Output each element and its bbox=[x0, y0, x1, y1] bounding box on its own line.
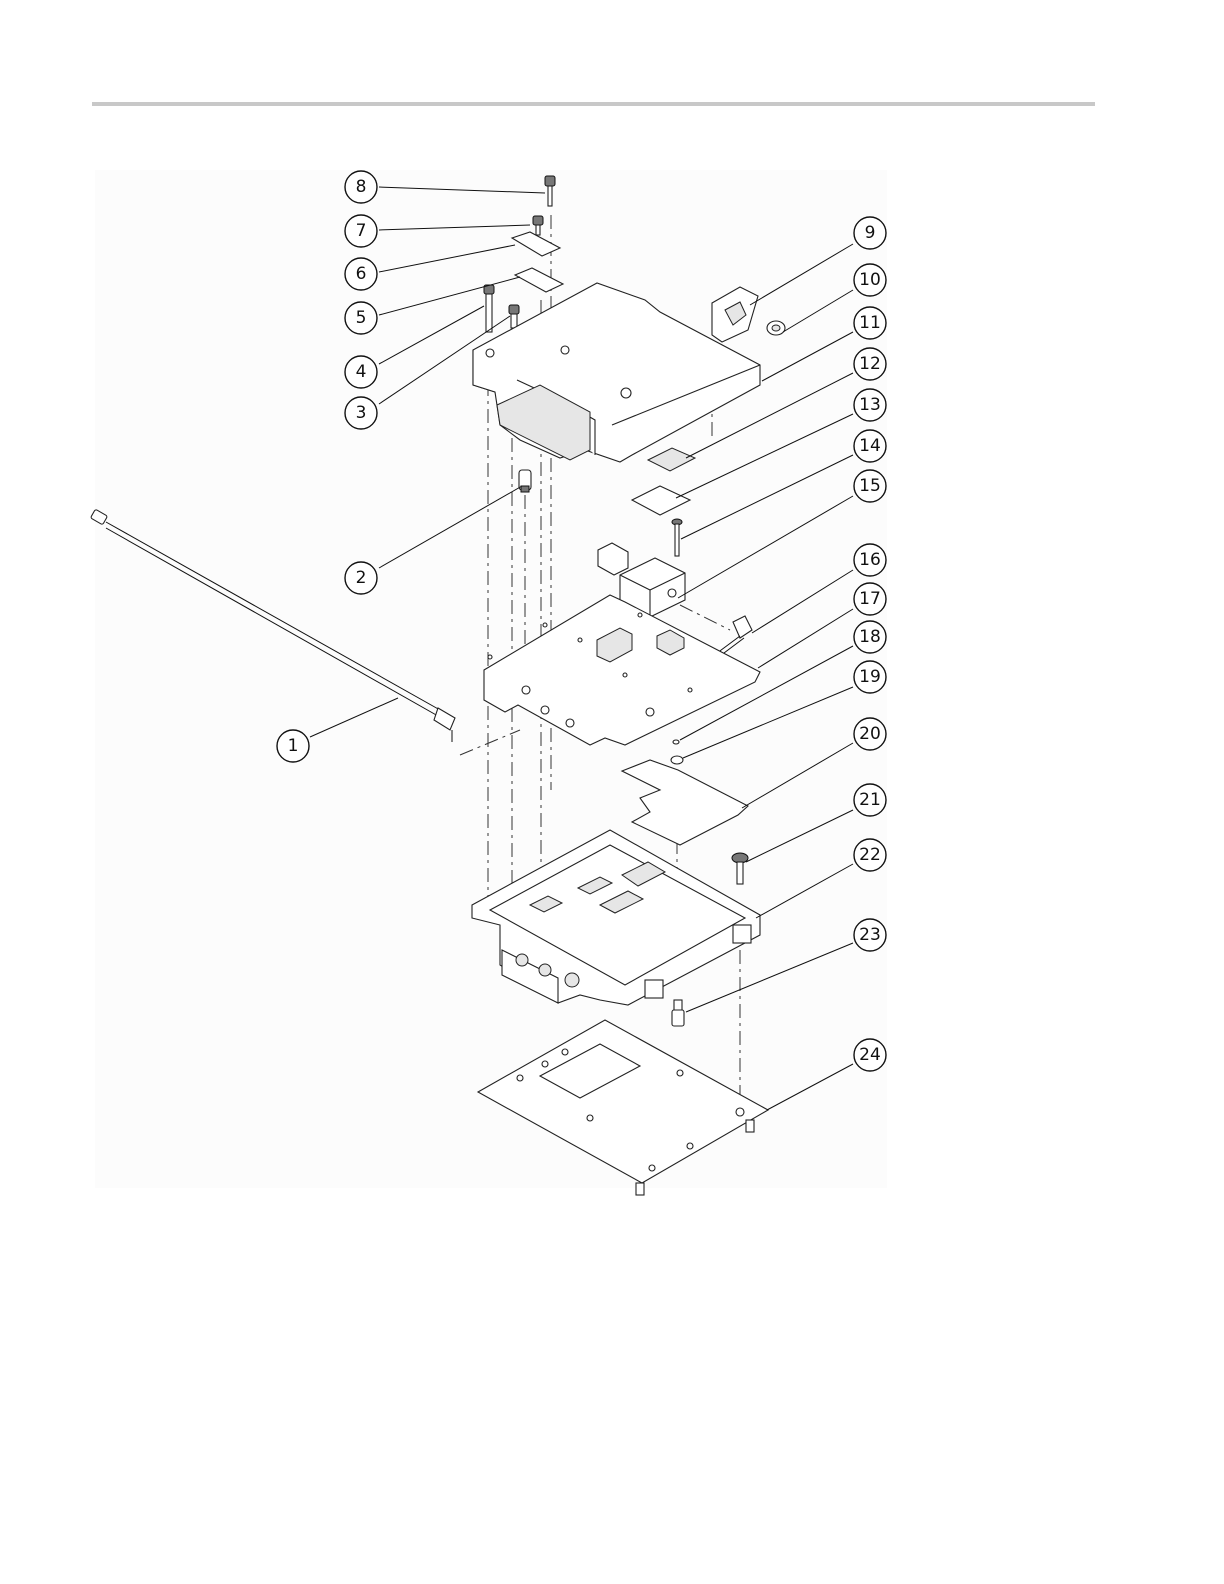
part-screw-14 bbox=[672, 519, 682, 556]
part-circuit-board-17 bbox=[484, 595, 760, 745]
part-standoff-23 bbox=[672, 1000, 684, 1026]
callout-8: 8 bbox=[345, 171, 377, 203]
svg-text:22: 22 bbox=[859, 845, 881, 865]
part-pin-2 bbox=[519, 470, 531, 492]
svg-text:3: 3 bbox=[356, 403, 367, 423]
callout-19: 19 bbox=[854, 661, 886, 693]
part-washer-19 bbox=[671, 756, 683, 764]
part-plate-6 bbox=[512, 232, 560, 256]
svg-text:24: 24 bbox=[859, 1045, 881, 1065]
part-shield-20 bbox=[622, 760, 748, 845]
svg-text:13: 13 bbox=[859, 395, 881, 415]
callout-15: 15 bbox=[854, 470, 886, 502]
svg-text:7: 7 bbox=[356, 221, 367, 241]
callout-23: 23 bbox=[854, 919, 886, 951]
callout-5: 5 bbox=[345, 302, 377, 334]
svg-text:20: 20 bbox=[859, 724, 881, 744]
part-pad-12 bbox=[648, 448, 695, 471]
callout-1: 1 bbox=[277, 730, 309, 762]
svg-text:12: 12 bbox=[859, 354, 881, 374]
callout-17: 17 bbox=[854, 583, 886, 615]
callout-16: 16 bbox=[854, 544, 886, 576]
callout-21: 21 bbox=[854, 784, 886, 816]
svg-text:23: 23 bbox=[859, 925, 881, 945]
callout-13: 13 bbox=[854, 389, 886, 421]
svg-text:14: 14 bbox=[859, 436, 881, 456]
svg-text:15: 15 bbox=[859, 476, 881, 496]
callout-9: 9 bbox=[854, 217, 886, 249]
svg-text:9: 9 bbox=[865, 223, 876, 243]
part-plate-5 bbox=[515, 268, 563, 292]
svg-text:5: 5 bbox=[356, 308, 367, 328]
part-screw-21 bbox=[732, 853, 748, 884]
svg-text:1: 1 bbox=[288, 736, 299, 756]
callout-22: 22 bbox=[854, 839, 886, 871]
callout-3: 3 bbox=[345, 397, 377, 429]
svg-text:11: 11 bbox=[859, 313, 881, 333]
part-washer-18 bbox=[673, 740, 679, 744]
part-coax-cable-1 bbox=[90, 509, 455, 742]
part-screw-7 bbox=[533, 216, 543, 235]
svg-text:18: 18 bbox=[859, 627, 881, 647]
callout-7: 7 bbox=[345, 215, 377, 247]
part-chassis-22 bbox=[472, 830, 760, 1005]
svg-text:21: 21 bbox=[859, 790, 881, 810]
part-screw-4 bbox=[484, 285, 494, 332]
callout-2: 2 bbox=[345, 562, 377, 594]
part-clip-10 bbox=[767, 321, 785, 335]
svg-text:8: 8 bbox=[356, 177, 367, 197]
svg-text:17: 17 bbox=[859, 589, 881, 609]
part-screw-8 bbox=[545, 176, 555, 206]
part-base-plate-24 bbox=[478, 1020, 768, 1195]
svg-text:10: 10 bbox=[859, 270, 881, 290]
callout-12: 12 bbox=[854, 348, 886, 380]
svg-text:16: 16 bbox=[859, 550, 881, 570]
part-pad-13 bbox=[632, 486, 690, 515]
callout-20: 20 bbox=[854, 718, 886, 750]
callout-24: 24 bbox=[854, 1039, 886, 1071]
svg-text:4: 4 bbox=[356, 362, 367, 382]
svg-text:2: 2 bbox=[356, 568, 367, 588]
svg-text:19: 19 bbox=[859, 667, 881, 687]
callout-6: 6 bbox=[345, 258, 377, 290]
part-screw-3 bbox=[509, 305, 519, 328]
svg-text:6: 6 bbox=[356, 264, 367, 284]
callout-14: 14 bbox=[854, 430, 886, 462]
callout-11: 11 bbox=[854, 307, 886, 339]
callout-18: 18 bbox=[854, 621, 886, 653]
part-bracket-9 bbox=[712, 287, 758, 342]
callout-4: 4 bbox=[345, 356, 377, 388]
callout-10: 10 bbox=[854, 264, 886, 296]
